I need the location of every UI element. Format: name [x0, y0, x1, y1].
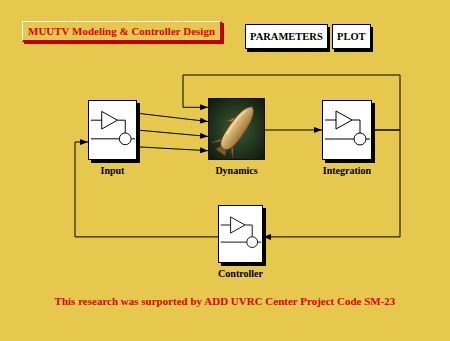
block-face — [322, 100, 372, 160]
vehicle-image-ground — [208, 98, 265, 160]
block-face — [88, 100, 137, 160]
signal-arrow — [183, 75, 400, 130]
vehicle-highlight — [227, 109, 246, 135]
block-label: Controller — [218, 268, 263, 279]
signal-arrow — [137, 113, 208, 121]
vehicle-fin — [211, 114, 252, 158]
caption-text: This research was surported by ADD UVRC … — [0, 295, 450, 307]
signal-arrow — [75, 142, 218, 237]
block-face — [218, 205, 263, 263]
box-label: MUUTV Modeling & Controller Design — [28, 25, 215, 37]
process-block: Integration — [322, 100, 372, 160]
signal-arrow — [137, 130, 208, 136]
block-icon — [325, 111, 370, 145]
vehicle-illustration — [210, 99, 263, 160]
block-icon — [91, 111, 135, 144]
block-label: Integration — [323, 165, 371, 176]
vehicle-hull — [217, 102, 259, 153]
process-block: Input — [88, 100, 137, 160]
vehicle-propeller — [215, 145, 228, 156]
title-box: MUUTV Modeling & Controller Design — [22, 21, 222, 42]
block-label: Input — [101, 165, 125, 176]
block-label: Dynamics — [215, 165, 257, 176]
dynamics-block: Dynamics — [208, 98, 265, 160]
block-icon — [221, 217, 262, 248]
box-label: PARAMETERS — [250, 31, 323, 42]
process-block: Controller — [218, 205, 263, 263]
push-button: PARAMETERS — [245, 24, 328, 49]
push-button: PLOT — [332, 24, 371, 49]
signal-arrow — [265, 130, 322, 131]
signal-arrow — [137, 147, 208, 151]
signal-arrow — [263, 130, 400, 237]
box-label: PLOT — [337, 31, 366, 42]
